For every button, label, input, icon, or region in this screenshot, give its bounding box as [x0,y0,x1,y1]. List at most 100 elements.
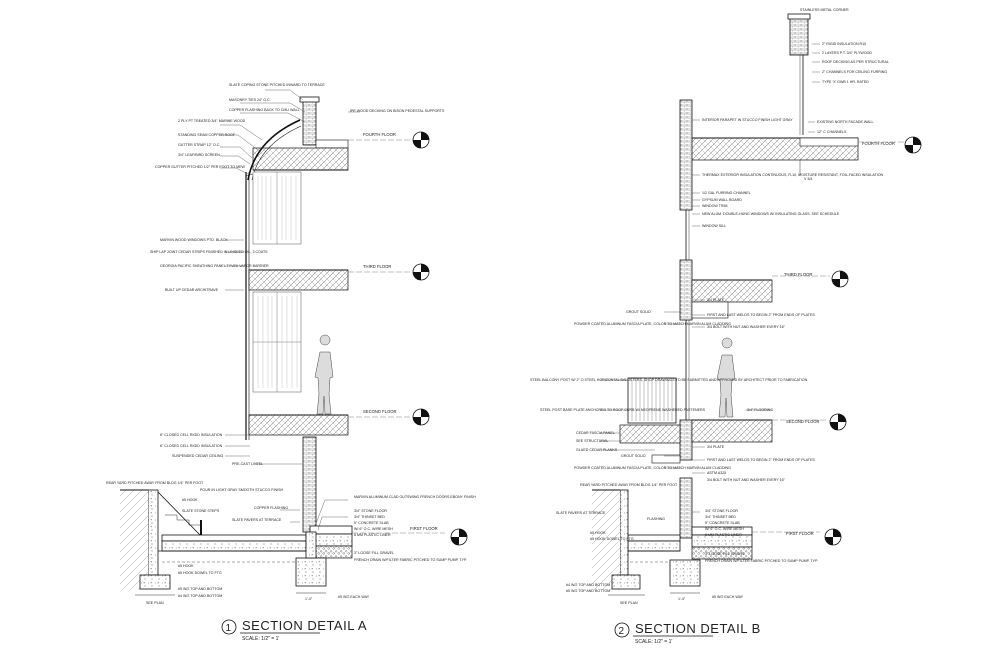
parapet-wall [302,99,317,146]
note: SLATE STONE STEPS [182,509,220,513]
note: SLATE PAVERS AT TERRACE [232,518,282,522]
note: 12" C CHANNELS [817,130,847,134]
note: #5 HOOK [590,531,606,535]
third-floor-assembly [248,269,349,291]
level-label: FOURTH FLOOR [862,141,895,146]
note: MARVIN WOOD WINDOWS PTD. BLACK [160,238,228,242]
note: 2" RIGID INSULATION R10 [822,42,866,46]
detail-a-foundation-notes: REAR YARD PITCHED AWAY FROM BLDG 1/4" PE… [106,481,476,605]
detail-number: 2 [619,626,625,637]
note: 3" LOOSE FILL GRAVEL [705,552,745,556]
level-label: SECOND FLOOR [363,409,397,414]
ipe-deck [315,139,349,149]
note: PRE-CAST LINTEL [232,462,263,466]
note: POWDER COATED ALUMINUM FASCIA PLATE, COL… [574,322,731,326]
note: 5" CONCRETE SLAB [354,521,389,525]
note: 3/4" THINSET BED [354,515,385,519]
note: #5 W/2 TOP AND BOTTOM [178,587,222,591]
note: #5 HOOK DOWEL TO FTG [178,571,222,575]
note: 3/4" FLOORING [747,408,773,412]
retaining-wall [147,489,159,576]
note: ASTM A325 [707,471,726,475]
level-symbol-icon [412,263,430,281]
note: EXISTING NORTH FACADE WALL [817,120,874,124]
level-symbol-icon [831,270,849,288]
terrace-pavers-b [627,534,681,542]
note: THERMAX EXTERIOR INSULATION CONTINUOUS, … [702,173,884,177]
dimension: 1'-4" [678,597,686,601]
level-markers-a: FOURTH FLOOR THIRD FLOOR SECOND FLOOR FI… [348,131,468,546]
scale-figure [314,334,334,415]
detail-title: SECTION DETAIL A [242,618,367,633]
note: SEE STRUCTURAL [576,439,608,443]
note: 3/4" THINSET BED [705,515,736,519]
level-label: THIRD FLOOR [363,264,391,269]
note: CEDAR FASCIA PANEL [576,431,615,435]
note: FRENCH DRAIN W/FILTER FABRIC PITCHED TO … [705,559,818,563]
ground-masonry-wall-b [679,477,693,539]
note: FLASHING [647,517,665,521]
note: V 3/4 [804,177,812,181]
section-detail-a: SLATE COPING STONE PITCHED INWARD TO TER… [106,83,476,642]
note: W/ 6" O.C. WIRE MESH [354,527,393,531]
detail-scale: SCALE: 1/2" = 1' [242,636,279,642]
note: INTERIOR PARAPET IN STUCCO FINISH LIGHT … [702,118,793,122]
footing-right [295,557,327,587]
note: #5 W/2 TOP AND BOTTOM [566,589,610,593]
slate-coping [299,96,320,103]
note: SLATE COPING STONE PITCHED INWARD TO TER… [229,83,325,87]
note: GYPSUM WALL BOARD [702,198,742,202]
soil-hatch [120,490,148,590]
level-label: SECOND FLOOR [786,419,820,424]
note: 2 LAYERS P.T. 3/4" PLYWOOD [822,51,872,55]
note: SUSPENDED CEDAR CEILING [172,454,224,458]
detail-b-title-block: 2 SECTION DETAIL B SCALE: 1/2" = 1' [614,621,761,645]
level-symbol-icon [829,413,847,431]
note: #5 W/2 EACH WAY [712,595,744,599]
level-label: THIRD FLOOR [784,272,812,277]
detail-b-foundation-notes: REAR YARD PITCHED AWAY FROM BLDG 1/4" PE… [556,483,818,605]
note: GROUT SOLID [626,310,651,314]
note: POWDER COATED ALUMINUM FASCIA PLATE, COL… [574,466,731,470]
note: MASONRY TIES 24" O.C. [229,98,271,102]
level-markers-b: FOURTH FLOOR THIRD FLOOR SECOND FLOOR FI… [752,136,922,546]
note: 3" LOOSE FILL GRAVEL [354,551,394,555]
second-floor-assembly-b [691,419,773,443]
note: STANDING SEAM COPPER ROOF [178,133,236,137]
note: #5 HOOK [182,498,198,502]
note: 3/4 PLATE [707,298,725,302]
note: 3/4 PLATE [707,445,725,449]
note: 1/2 GAL FURRING CHANNEL [702,191,751,195]
scale-figure [716,337,736,418]
level-symbol-icon [450,528,468,546]
second-floor-assembly [248,414,349,436]
note: #5 HOOK DOWEL TO FTG [590,537,634,541]
fourth-floor-assembly [252,147,349,171]
detail-title: SECTION DETAIL B [635,621,761,636]
note: STEEL BALCONY POST W/ 2" O STEEL HORIZON… [530,378,808,382]
note: MARVIN ALUMINUM CLAD OUTSWING FRENCH DOO… [354,495,476,499]
note: #4 W/2 TOP AND BOTTOM [178,594,222,598]
level-label: FIRST FLOOR [786,531,814,536]
note: 6 MM PLASTIC LINER [354,533,391,537]
detail-b-notes-left: INTERIOR PARAPET IN STUCCO FINISH LIGHT … [530,118,884,470]
note: SEE PLAN [620,601,638,605]
note: GUTTER STRAP 12" O.C. [178,143,220,147]
lower-masonry-wall [302,436,317,533]
note: 3/4" STONE FLOOR [354,509,387,513]
note: COPPER GUTTER PITCHED 1/2" PER FOOT TO M… [155,165,246,169]
third-floor-assembly-b [691,279,773,303]
note: STEEL POST BASE PLATE ANCHORED TO ROOF C… [540,408,706,412]
level-symbol-icon [824,528,842,546]
note: REAR YARD PITCHED AWAY FROM BLDG 1/4" PE… [106,481,204,485]
detail-scale: SCALE: 1/2" = 1' [635,639,672,645]
section-detail-b: V 3/4 [530,8,922,645]
note: GLUED CEDAR PLANKS [576,448,618,452]
curved-copper-roof [247,119,301,181]
note: SEE PLAN [146,601,164,605]
detail-b-notes-top: STAINLESS METAL CORNER 2" RIGID INSULATI… [800,8,889,134]
existing-north-wall-top [789,16,809,56]
note: 2 PLY PT TREATED 3/4" MARINE WOOD [178,119,246,123]
